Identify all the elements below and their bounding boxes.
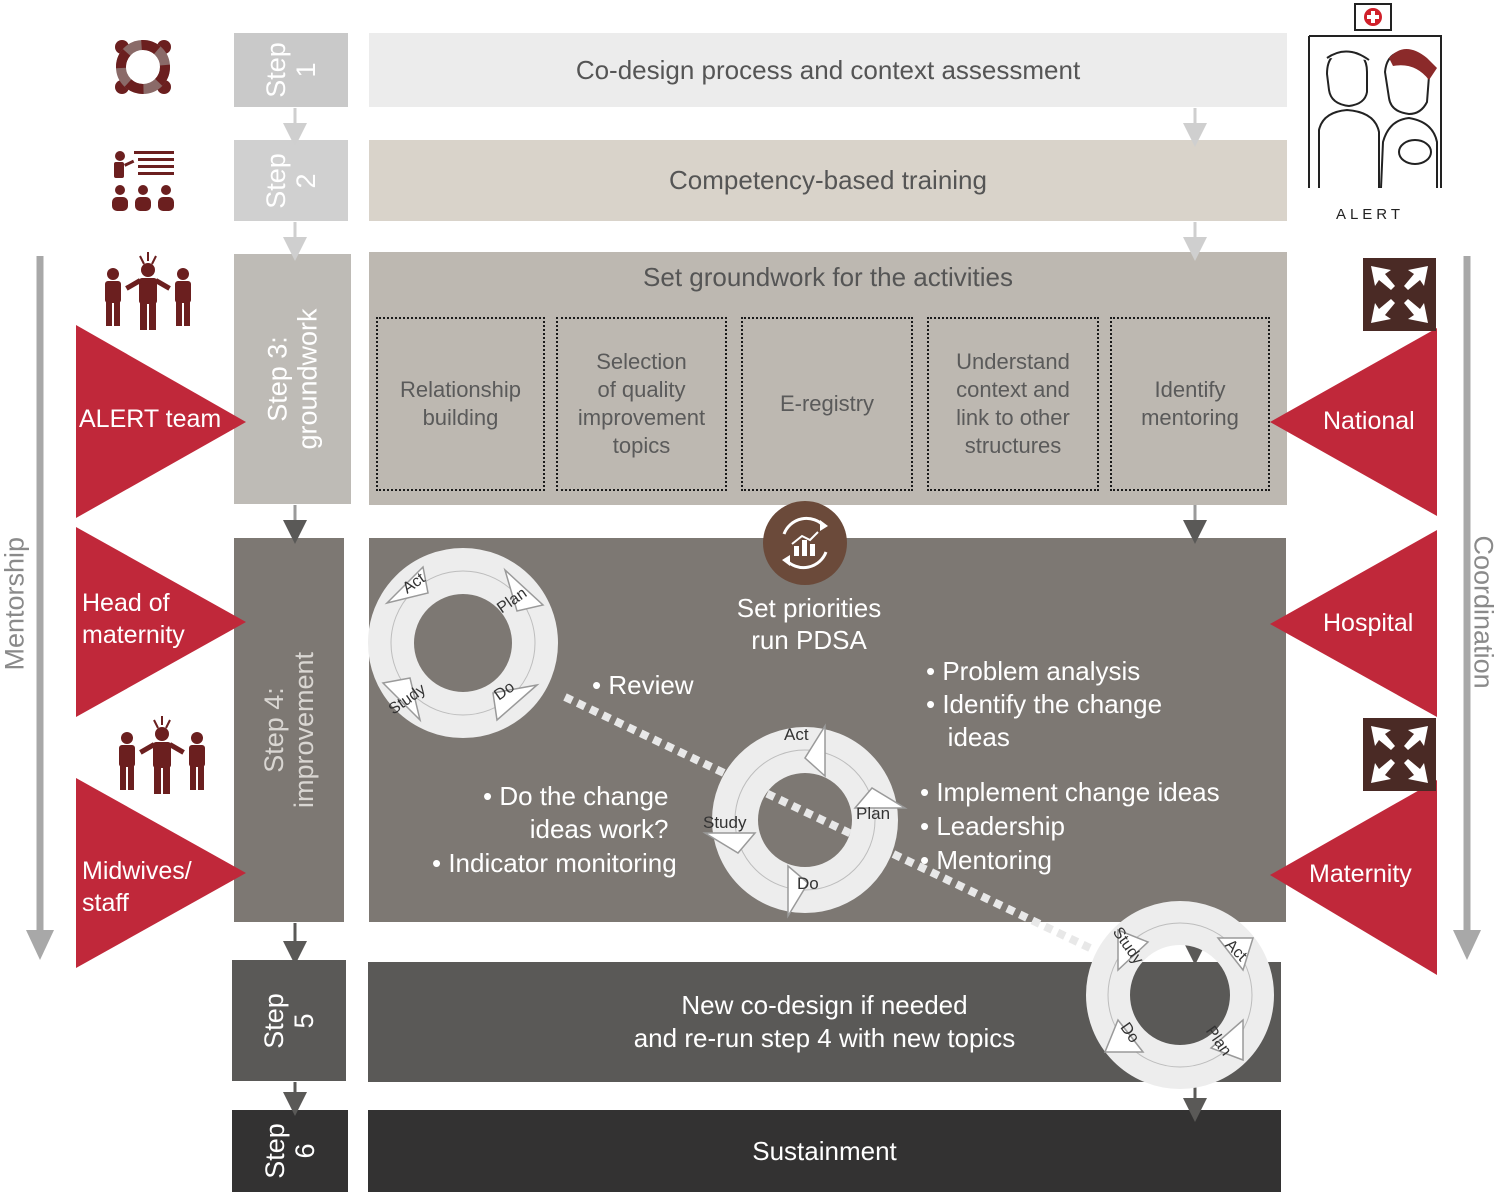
groundwork-context-text: Understand context and link to other str… xyxy=(956,349,1070,458)
team-leader-icon-2 xyxy=(119,716,205,794)
groundwork-selection-text: Selection of quality improvement topics xyxy=(577,349,706,458)
flag-maternity xyxy=(1270,780,1437,975)
pdsa2-plan: Plan xyxy=(856,804,890,823)
band-step-3 xyxy=(369,252,1287,505)
bullet-leadership: • Leadership xyxy=(920,811,1065,841)
bullet-indicator: • Indicator monitoring xyxy=(432,848,677,878)
flag-hospital xyxy=(1270,530,1437,717)
improvement-title-line1: Set priorities xyxy=(736,593,882,623)
flag-alert-team-label: ALERT team xyxy=(79,405,222,433)
right-flags xyxy=(1270,328,1437,975)
step-6-label: Step 6 xyxy=(232,1110,348,1192)
flag-midwives xyxy=(76,778,246,968)
groundwork-eregistry: E-registry xyxy=(741,317,913,491)
step-3-label: Step 3: groundwork xyxy=(234,254,351,504)
band-step-1: Co-design process and context assessment xyxy=(369,33,1287,107)
bullet-identify: • Identify the change xyxy=(926,689,1163,719)
bullets-right-1: • Problem analysis • Identify the change… xyxy=(926,655,1162,754)
pdsa-cycle-3: Act Plan Do Study xyxy=(1086,901,1274,1089)
converge-arrows-icon-2 xyxy=(1363,718,1436,791)
alert-logo xyxy=(1308,3,1442,189)
groundwork-mentoring: Identify mentoring xyxy=(1110,317,1270,491)
flag-head-maternity-label: Head of maternity xyxy=(82,589,185,649)
bullet-ideas: ideas xyxy=(926,722,1010,752)
groundwork-relationship: Relationship building xyxy=(376,317,545,491)
left-flags xyxy=(76,325,246,968)
groundwork-mentoring-text: Identify mentoring xyxy=(1141,377,1239,430)
band-step-6: Sustainment xyxy=(368,1110,1281,1192)
bullet-review: • Review xyxy=(592,670,694,700)
flag-national xyxy=(1270,328,1437,516)
groundwork-relationship-text: Relationship building xyxy=(399,377,522,430)
bullet-mentoring: • Mentoring xyxy=(920,845,1052,875)
step-2-label: Step 2 xyxy=(234,140,348,221)
flag-hospital-label: Hospital xyxy=(1323,609,1414,637)
groundwork-eregistry-text: E-registry xyxy=(779,391,875,416)
alert-logo-text: ALERT xyxy=(1335,206,1405,223)
coordination-label: Coordination xyxy=(1468,535,1499,689)
bullet-do-change-2: ideas work? xyxy=(529,814,669,844)
flag-alert-team xyxy=(76,325,246,518)
mentorship-label: Mentorship xyxy=(0,536,30,671)
bullets-right-2: • Implement change ideas • Leadership • … xyxy=(920,775,1220,877)
pdsa2-act: Act xyxy=(784,725,809,744)
coordination-arrow-head xyxy=(1453,930,1481,960)
step-4-label: Step 4: improvement xyxy=(234,538,344,922)
flag-midwives-label: Midwives/ staff xyxy=(82,857,192,917)
band-step-6-text: Sustainment xyxy=(752,1135,897,1166)
bullet-problem: • Problem analysis xyxy=(926,656,1141,686)
band-step-5-line1: New co-design if needed xyxy=(681,990,968,1020)
band-step-5-line2: and re-run step 4 with new topics xyxy=(633,1023,1016,1053)
bullet-implement: • Implement change ideas xyxy=(920,777,1220,807)
converge-arrows-icon-1 xyxy=(1363,258,1436,331)
bullet-do-change-1: • Do the change xyxy=(483,781,669,811)
band-step-1-text: Co-design process and context assessment xyxy=(575,54,1081,85)
improvement-title-line2: run PDSA xyxy=(751,625,867,655)
band-step-2-text: Competency-based training xyxy=(669,165,987,195)
mentorship-arrow-head xyxy=(26,930,54,960)
groundwork-context: Understand context and link to other str… xyxy=(927,317,1099,491)
training-class-icon xyxy=(112,151,174,211)
pdsa2-study: Study xyxy=(703,813,747,832)
band-step-3-title: Set groundwork for the activities xyxy=(643,262,1013,292)
team-leader-icon-1 xyxy=(105,252,191,330)
bullet-do-change: • Do the change ideas work? xyxy=(483,780,668,846)
flag-head-maternity xyxy=(76,527,246,717)
flag-national-label: National xyxy=(1323,407,1415,435)
step-1-label: Step 1 xyxy=(234,33,348,107)
groundwork-selection: Selection of quality improvement topics xyxy=(556,317,727,491)
flag-maternity-label: Maternity xyxy=(1309,860,1412,888)
pdsa-cycle-1: Act Plan Do Study xyxy=(368,548,558,738)
analytics-cycle-icon xyxy=(763,501,847,585)
pdsa2-do: Do xyxy=(797,874,819,893)
step-5-label: Step 5 xyxy=(232,960,346,1081)
improvement-title: Set priorities run PDSA xyxy=(700,592,918,656)
band-step-2: Competency-based training xyxy=(369,140,1287,221)
pdsa-cycle-2: Act Plan Do Study xyxy=(702,723,908,919)
community-circle-icon xyxy=(115,40,171,94)
